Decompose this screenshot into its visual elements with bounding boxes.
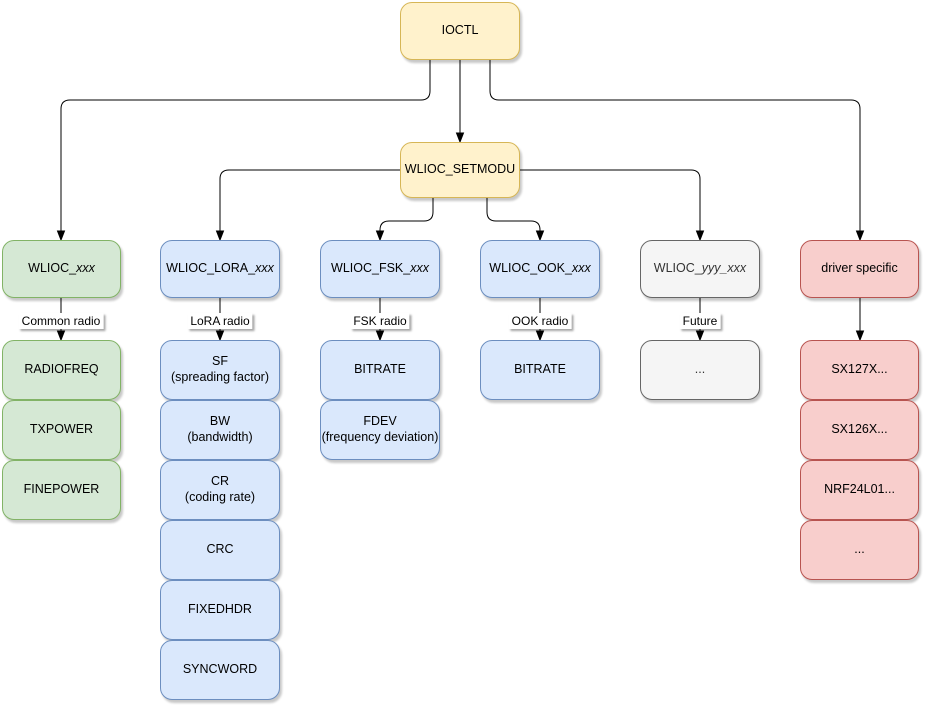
- node-sx127x: SX127X...: [800, 340, 919, 400]
- edge-ioctl-to-wlioc-xxx: [60, 60, 431, 231]
- node-wlioc-xxx: WLIOC_xxx: [2, 240, 121, 298]
- edge-setmodu-to-ook: [486, 198, 541, 231]
- edge-ioctl-to-driver-specific: [489, 60, 861, 231]
- node-wlioc-ook-xxx: WLIOC_OOK_xxx: [480, 240, 600, 298]
- node-label: WLIOC_LORA_xxx: [166, 261, 274, 276]
- node-label: WLIOC_SETMODU: [404, 162, 516, 177]
- node-syncword: SYNCWORD: [160, 640, 280, 700]
- edge-setmodu-to-yyy: [520, 169, 701, 231]
- node-wlioc-lora-xxx: WLIOC_LORA_xxx: [160, 240, 280, 298]
- node-txpower: TXPOWER: [2, 400, 121, 460]
- node-fdev: FDEV (frequency deviation): [320, 400, 440, 460]
- edge-label-future: Future: [679, 313, 721, 329]
- node-bw: BW (bandwidth): [160, 400, 280, 460]
- node-nrf24l01: NRF24L01...: [800, 460, 919, 520]
- node-ioctl: IOCTL: [400, 2, 520, 60]
- node-radiofreq: RADIOFREQ: [2, 340, 121, 400]
- edge-setmodu-to-fsk: [379, 198, 434, 231]
- node-label: IOCTL: [441, 23, 479, 38]
- node-sx126x: SX126X...: [800, 400, 919, 460]
- edge-label-ook-radio: OOK radio: [508, 313, 572, 329]
- node-wlioc-setmodu: WLIOC_SETMODU: [400, 142, 520, 198]
- edge-label-common-radio: Common radio: [18, 313, 104, 329]
- node-fixedhdr: FIXEDHDR: [160, 580, 280, 640]
- node-sf: SF (spreading factor): [160, 340, 280, 400]
- node-wlioc-yyy-xxx: WLIOC_yyy_xxx: [640, 240, 760, 298]
- node-label: WLIOC_OOK_xxx: [489, 261, 591, 276]
- edge-setmodu-to-lora: [219, 169, 400, 231]
- node-bitrate-fsk: BITRATE: [320, 340, 440, 400]
- node-crc: CRC: [160, 520, 280, 580]
- node-bitrate-ook: BITRATE: [480, 340, 600, 400]
- node-driver-ellipsis: ...: [800, 520, 919, 580]
- edge-label-lora-radio: LoRA radio: [187, 313, 253, 329]
- node-label: WLIOC_xxx: [28, 261, 95, 276]
- node-driver-specific: driver specific: [800, 240, 919, 298]
- node-label: WLIOC_FSK_xxx: [331, 261, 429, 276]
- edge-label-fsk-radio: FSK radio: [350, 313, 410, 329]
- node-wlioc-fsk-xxx: WLIOC_FSK_xxx: [320, 240, 440, 298]
- node-label: driver specific: [821, 261, 898, 276]
- node-label: WLIOC_yyy_xxx: [653, 261, 747, 276]
- node-finepower: FINEPOWER: [2, 460, 121, 520]
- node-cr: CR (coding rate): [160, 460, 280, 520]
- node-future-ellipsis: ...: [640, 340, 760, 400]
